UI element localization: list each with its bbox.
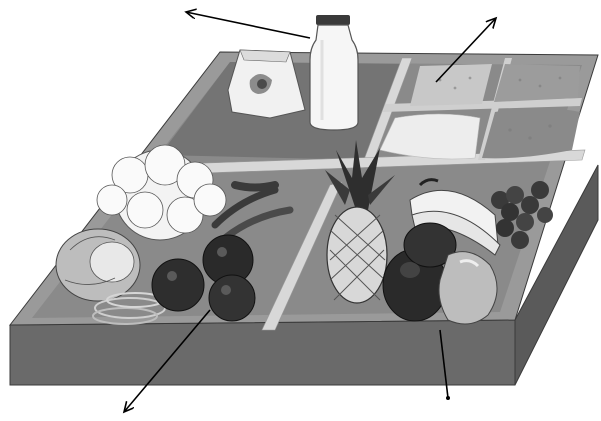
milk-bottle [310,15,358,130]
grain-bin [494,64,580,102]
flour-bin [410,64,492,106]
nut-bin [482,108,580,158]
rice-bin [380,114,480,159]
arrow-milk [186,12,310,38]
cabbage [56,229,140,301]
milk-bread-group [228,15,358,130]
arrow-fruits-end [446,396,450,400]
